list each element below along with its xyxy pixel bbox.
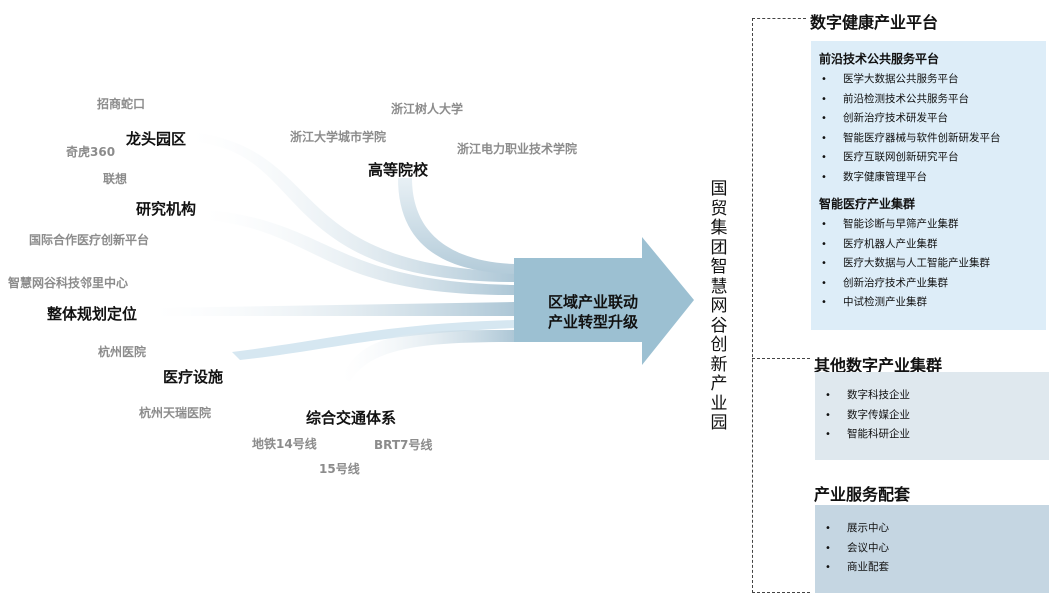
sub-line15: 15号线	[319, 462, 360, 476]
list-item: 医疗互联网创新研究平台	[811, 148, 1046, 168]
sub-zj-shuren: 浙江树人大学	[391, 102, 464, 116]
list-item: 前沿检测技术公共服务平台	[811, 90, 1046, 110]
section-digital-health-title: 数字健康产业平台	[810, 13, 939, 32]
list-item: 数字科技企业	[815, 386, 1049, 406]
list-item: 数字传媒企业	[815, 406, 1049, 426]
bracket-tick-1	[752, 18, 806, 19]
sub-brt7: BRT7号线	[374, 438, 433, 452]
flow-yiliao	[232, 320, 514, 360]
center-label: 区域产业联动 产业转型升级	[514, 283, 672, 341]
list-other-digital: 数字科技企业 数字传媒企业 智能科研企业	[815, 386, 1049, 445]
sub-qihoo: 奇虎360	[66, 145, 116, 159]
flow-zhengti	[155, 302, 514, 316]
flow-yanjiu	[205, 210, 514, 296]
list-item: 医学大数据公共服务平台	[811, 70, 1046, 90]
list-item: 智能诊断与早筛产业集群	[811, 215, 1046, 235]
list-item: 智能医疗器械与软件创新研发平台	[811, 129, 1046, 149]
bracket-tick-3	[752, 592, 810, 593]
list-item: 商业配套	[815, 558, 1049, 578]
factor-yanjiu: 研究机构	[136, 200, 197, 218]
flow-gaodeng	[398, 178, 514, 274]
sub-intl-med: 国际合作医疗创新平台	[29, 233, 150, 247]
sub-tianrui: 杭州天瑞医院	[139, 406, 212, 420]
flow-jiaotong	[342, 330, 514, 382]
list-item: 医疗大数据与人工智能产业集群	[811, 254, 1046, 274]
sub-zju-city: 浙江大学城市学院	[290, 130, 387, 144]
list-item: 会议中心	[815, 539, 1049, 559]
main-arrow	[514, 237, 694, 365]
list-item: 展示中心	[815, 519, 1049, 539]
panel-other-digital: 数字科技企业 数字传媒企业 智能科研企业	[815, 372, 1049, 460]
factor-gaodeng: 高等院校	[368, 161, 429, 179]
factor-longtou: 龙头园区	[126, 130, 187, 148]
park-title: 国贸集团智慧网谷创新产业园	[710, 179, 728, 433]
section-other-digital-title: 其他数字产业集群	[814, 356, 943, 375]
sub-lenovo: 联想	[103, 172, 128, 186]
list-item: 智能科研企业	[815, 425, 1049, 445]
bracket-line	[752, 18, 753, 593]
sub-zhaoshang: 招商蛇口	[97, 97, 146, 111]
list-item: 数字健康管理平台	[811, 168, 1046, 188]
center-line2: 产业转型升级	[547, 313, 638, 331]
center-line1: 区域产业联动	[547, 293, 638, 311]
list-services: 展示中心 会议中心 商业配套	[815, 519, 1049, 578]
sub-smart-valley: 智慧网谷科技邻里中心	[8, 276, 129, 290]
factor-yiliao: 医疗设施	[163, 368, 224, 386]
panel-digital-health: 前沿技术公共服务平台 医学大数据公共服务平台 前沿检测技术公共服务平台 创新治疗…	[811, 41, 1046, 330]
list-item: 中试检测产业集群	[811, 293, 1046, 313]
panel-services: 展示中心 会议中心 商业配套	[815, 505, 1049, 593]
sub-zj-electric: 浙江电力职业技术学院	[457, 142, 578, 156]
list-item: 创新治疗技术产业集群	[811, 274, 1046, 294]
sub-metro14: 地铁14号线	[252, 437, 317, 451]
flow-longtou	[192, 132, 514, 282]
section-services-title: 产业服务配套	[814, 485, 911, 504]
list-item: 医疗机器人产业集群	[811, 235, 1046, 255]
list-item: 创新治疗技术研发平台	[811, 109, 1046, 129]
group-title-smart-medical: 智能医疗产业集群	[819, 197, 916, 211]
list-frontier: 医学大数据公共服务平台 前沿检测技术公共服务平台 创新治疗技术研发平台 智能医疗…	[811, 70, 1046, 187]
bracket-tick-2	[752, 358, 810, 359]
group-title-frontier: 前沿技术公共服务平台	[819, 52, 940, 66]
list-smart-medical: 智能诊断与早筛产业集群 医疗机器人产业集群 医疗大数据与人工智能产业集群 创新治…	[811, 215, 1046, 313]
factor-jiaotong: 综合交通体系	[306, 409, 397, 427]
sub-hz-hospital: 杭州医院	[98, 345, 147, 359]
factor-zhengti: 整体规划定位	[47, 305, 138, 323]
